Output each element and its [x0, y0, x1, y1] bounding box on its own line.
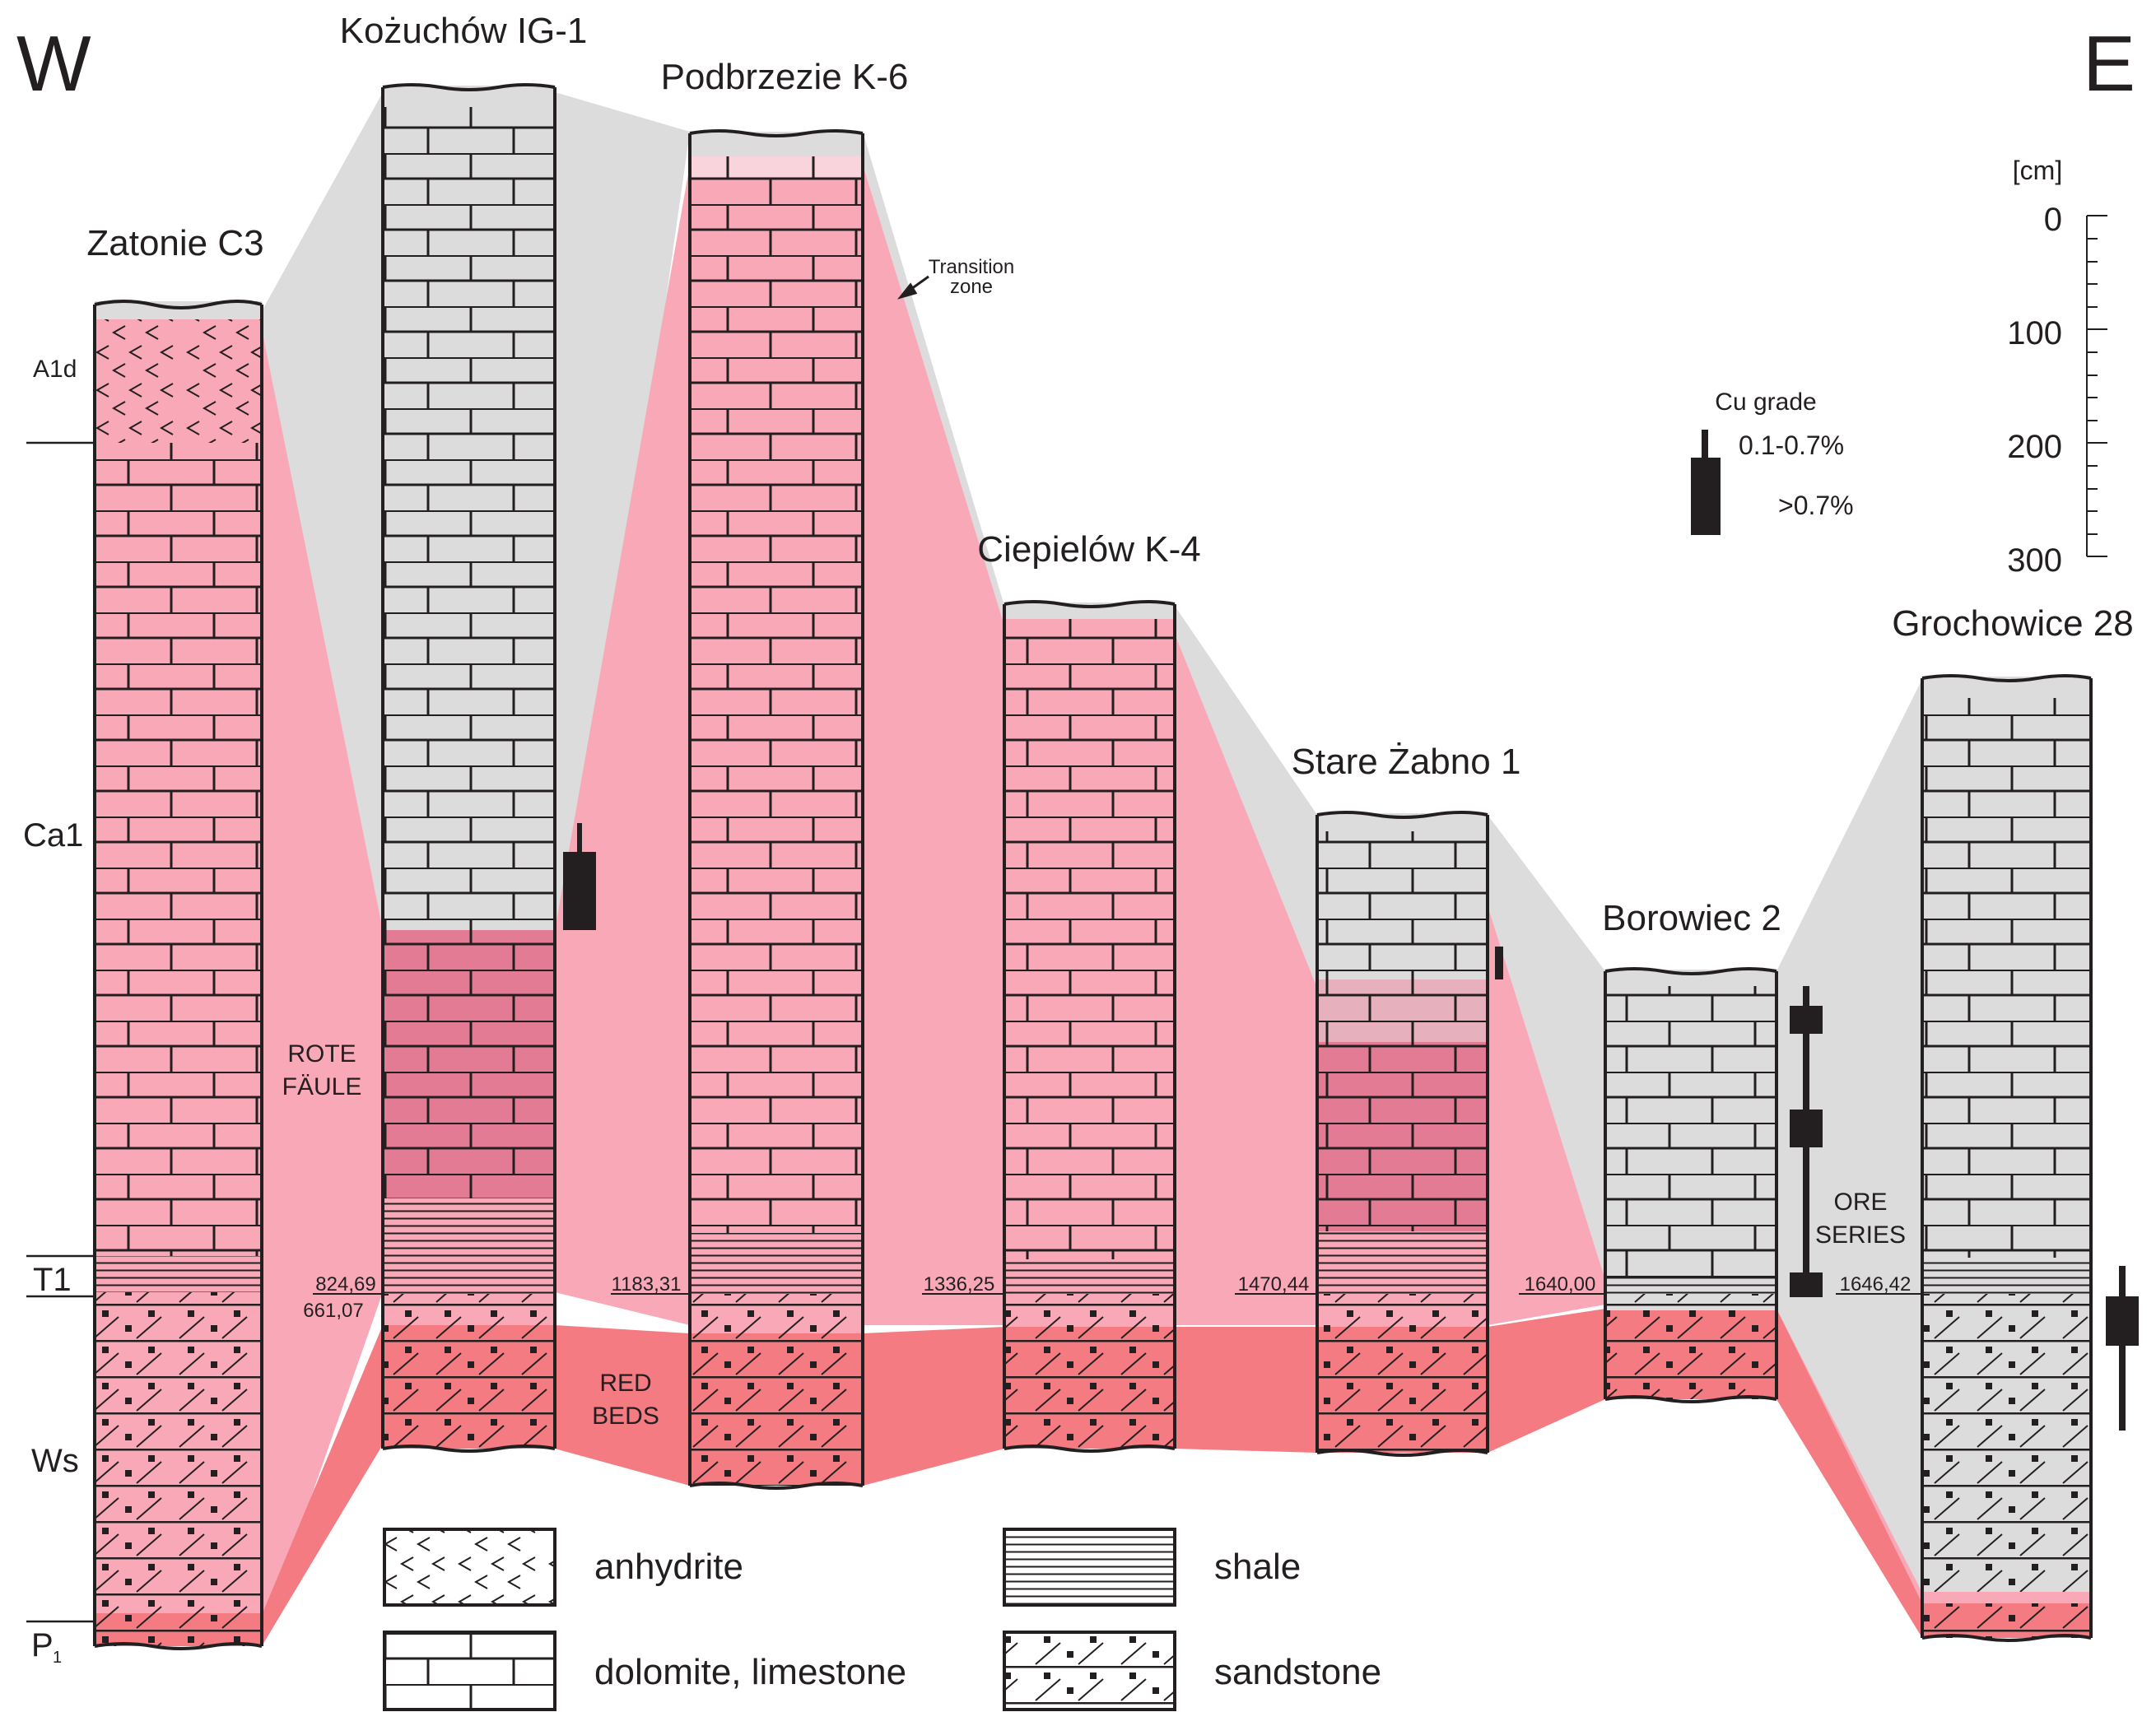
- cu-bar-kozuchow-thick: [563, 852, 596, 930]
- scale-tick-200: 200: [2007, 429, 2062, 465]
- depth-ciepielow: 1336,25: [924, 1273, 995, 1296]
- transition-zone-label-2: zone: [950, 276, 993, 298]
- red-band-6: [1776, 1309, 1922, 1638]
- cu-grade-title: Cu grade: [1715, 388, 1816, 416]
- legend-swatches: [383, 1528, 1176, 1711]
- rote-faule-label-2: FÄULE: [282, 1073, 362, 1100]
- transition-arrow-icon: [896, 275, 929, 300]
- cu-bar-zabno: [1495, 947, 1503, 979]
- cu-bar-borowiec-2: [1790, 1110, 1823, 1147]
- depth-borowiec: 1640,00: [1525, 1273, 1596, 1296]
- depth-zatonie: 661,07: [303, 1300, 363, 1322]
- grey-band-3: [863, 132, 1004, 626]
- column-podbrzezie-k6: [688, 129, 864, 1490]
- unit-p1: P: [31, 1627, 54, 1663]
- cu-grade-bars: [563, 823, 2139, 1431]
- scale-tick-100: 100: [2007, 315, 2062, 351]
- unit-p1-subscript: 1: [53, 1649, 62, 1667]
- pink-band-1: [262, 329, 383, 1638]
- cu-bar-grochowice-thin: [2119, 1266, 2126, 1431]
- depth-grochowice: 1646,42: [1840, 1273, 1912, 1296]
- scale-unit: [cm]: [2013, 156, 2062, 185]
- transition-zone-label-1: Transition: [929, 256, 1014, 278]
- scale-bar: [2086, 215, 2107, 557]
- grey-band-4: [1175, 606, 1317, 988]
- well-name-podbrzezie: Podbrzezie K-6: [661, 57, 909, 97]
- pink-band-3: [863, 165, 1004, 1325]
- cu-bar-grochowice-thick: [2106, 1296, 2139, 1346]
- red-band-2: [555, 1325, 690, 1486]
- depth-podbrzezie: 1183,31: [612, 1273, 682, 1296]
- grey-band-6: [1776, 679, 1922, 1597]
- correlation-bands: [262, 92, 1922, 1646]
- red-band-5: [1488, 1309, 1605, 1453]
- well-name-borowiec: Borowiec 2: [1602, 898, 1781, 938]
- well-name-kozuchow: Kożuchów IG-1: [340, 11, 588, 51]
- well-name-zatonie: Zatonie C3: [86, 223, 263, 263]
- strat-divider-lines: [26, 441, 95, 1623]
- grey-band-5: [1488, 815, 1605, 1280]
- legend-label-anhydrite: anhydrite: [594, 1547, 743, 1587]
- cu-grade-low: 0.1-0.7%: [1739, 430, 1844, 460]
- column-zatonie-c3: [93, 300, 263, 1650]
- well-name-ciepielow: Ciepielów K-4: [977, 529, 1200, 570]
- column-ciepielow-k4: [1003, 600, 1176, 1453]
- column-kozuchow-ig1: [381, 83, 556, 1453]
- pink-band-5: [1488, 905, 1605, 1325]
- depth-stare-zabno: 1470,44: [1238, 1273, 1310, 1296]
- legend-label-dolomite: dolomite, limestone: [594, 1652, 906, 1692]
- column-stare-zabno-1: [1315, 811, 1489, 1457]
- grey-band-2: [555, 92, 690, 930]
- unit-ca1: Ca1: [23, 817, 83, 854]
- cu-bar-borowiec-3: [1790, 1272, 1823, 1297]
- well-name-stare-zabno: Stare Żabno 1: [1292, 742, 1521, 782]
- ore-series-label-2: SERIES: [1815, 1221, 1906, 1249]
- pink-band-4: [1175, 634, 1317, 1325]
- unit-a1d: A1d: [33, 356, 77, 383]
- column-borowiec-2: [1604, 967, 1778, 1403]
- red-band-4: [1175, 1327, 1317, 1453]
- scale-tick-0: 0: [2044, 202, 2062, 238]
- west-label: W: [16, 20, 91, 108]
- unit-ws: Ws: [31, 1443, 79, 1479]
- cu-grade-high: >0.7%: [1778, 491, 1854, 520]
- scale-tick-300: 300: [2007, 542, 2062, 579]
- column-grochowice-28: [1921, 674, 2093, 1642]
- rote-faule-label-1: ROTE: [287, 1040, 356, 1068]
- ore-series-label-1: ORE: [1833, 1189, 1887, 1216]
- well-name-grochowice: Grochowice 28: [1892, 603, 2133, 644]
- pink-band-2: [555, 165, 690, 1325]
- unit-t1: T1: [33, 1262, 72, 1298]
- cu-grade-legend-symbol: [1691, 430, 1721, 535]
- depth-kozuchow: 824,69: [315, 1273, 375, 1296]
- east-label: E: [2083, 20, 2135, 108]
- cu-bar-borowiec-1: [1790, 1006, 1823, 1034]
- cu-bar-kozuchow-thin: [577, 823, 582, 856]
- legend-label-shale: shale: [1214, 1547, 1301, 1587]
- red-band-3: [863, 1327, 1004, 1486]
- red-band-1: [262, 1325, 383, 1646]
- red-beds-label-1: RED: [599, 1370, 651, 1397]
- red-beds-label-2: BEDS: [592, 1403, 659, 1430]
- legend-label-sandstone: sandstone: [1214, 1652, 1381, 1692]
